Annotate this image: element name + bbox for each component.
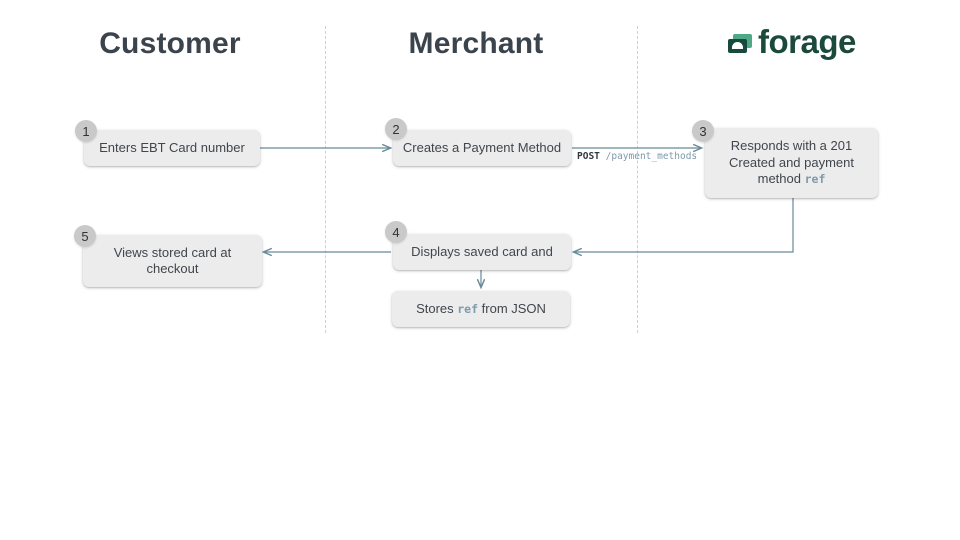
box-stores-ref-from-json: Stores ref from JSON <box>392 291 570 327</box>
forage-logo: forage <box>728 23 856 60</box>
step-box-displays-saved-card: Displays saved card and <box>393 234 571 270</box>
column-heading-merchant: Merchant <box>408 27 544 60</box>
step-3-ref-code: ref <box>804 172 826 187</box>
step-3-line3: method ref <box>758 171 826 188</box>
step-1-text: Enters EBT Card number <box>99 139 245 155</box>
step-badge-2: 2 <box>385 118 407 140</box>
lane-separator-customer-merchant <box>325 26 326 333</box>
step-3-line2: Created and payment <box>728 154 855 170</box>
step-box-enters-ebt-card: Enters EBT Card number <box>84 130 260 166</box>
step-badge-4: 4 <box>385 221 407 243</box>
step-badge-1: 1 <box>75 120 97 142</box>
step-2-text: Creates a Payment Method <box>402 139 562 155</box>
step-3-line1: Responds with a 201 <box>730 138 853 154</box>
step-4-text: Displays saved card and <box>411 243 553 259</box>
lane-separator-merchant-forage <box>637 26 638 333</box>
store-box-ref-code: ref <box>457 301 479 316</box>
column-heading-customer: Customer <box>99 27 241 60</box>
api-path: /payment_methods <box>605 151 698 162</box>
store-box-text: Stores ref from JSON <box>416 301 546 318</box>
card-icon-dome <box>732 42 743 49</box>
step-box-creates-payment-method: Creates a Payment Method <box>393 130 571 166</box>
forage-card-icon <box>728 33 752 53</box>
arrow-step3-to-step4 <box>574 198 794 252</box>
store-box-suffix: from JSON <box>478 300 546 316</box>
step-badge-3: 3 <box>692 120 714 142</box>
step-3-line3-text: method <box>757 171 805 187</box>
step-badge-5: 5 <box>74 225 96 247</box>
card-icon-front <box>728 38 747 53</box>
step-box-views-stored-card: Views stored card at checkout <box>83 235 262 287</box>
api-call-label: POST /payment_methods <box>577 151 697 162</box>
store-box-prefix: Stores <box>416 300 458 316</box>
step-5-text: Views stored card at checkout <box>113 244 232 277</box>
api-method: POST <box>577 151 600 162</box>
step-box-responds-201: Responds with a 201 Created and payment … <box>705 128 878 198</box>
forage-logo-text: forage <box>758 23 856 60</box>
